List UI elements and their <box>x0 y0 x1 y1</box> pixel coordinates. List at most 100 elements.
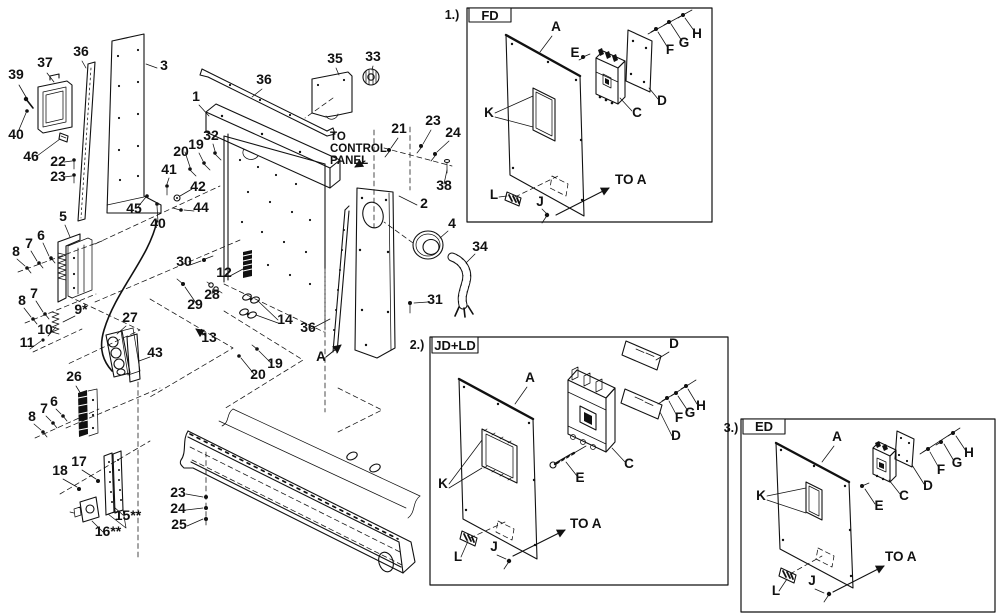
ed-letter-leaders <box>766 435 967 594</box>
ed-note-to-a: TO A <box>885 549 917 564</box>
jdld-letter-l: L <box>454 549 462 564</box>
callout-a-main: A <box>316 349 326 364</box>
jdld-breaker-c <box>567 366 616 453</box>
main-assembly-art <box>23 33 474 574</box>
note-to-control-panel-1: TO <box>330 131 346 143</box>
terminal-bracket-5 <box>57 233 93 303</box>
jdld-letter-d2: D <box>671 428 681 443</box>
fastener-set-c <box>41 414 68 438</box>
fd-letter-g: G <box>679 35 690 50</box>
screw-29 <box>176 278 185 286</box>
fastener-set-b <box>31 312 50 342</box>
jdld-letter-e: E <box>575 470 584 485</box>
callout-3: 3 <box>160 57 168 73</box>
flex-conduit-34 <box>447 252 474 318</box>
jdld-clip-l <box>459 530 478 547</box>
strip-36-top <box>199 68 336 137</box>
callout-22: 22 <box>50 153 66 169</box>
retainer-40-left <box>25 109 29 113</box>
strip-26 <box>77 388 99 437</box>
jdld-letter-c: C <box>624 456 634 471</box>
display-module-37 <box>37 73 73 134</box>
ed-view-number: 3.) <box>724 421 739 435</box>
ed-letter-d: D <box>923 478 933 493</box>
side-panel-2 <box>354 187 396 359</box>
callout-20-b: 20 <box>250 366 266 382</box>
fastener-set-a <box>25 256 56 274</box>
jdld-view-tag: JD+LD <box>434 338 476 353</box>
detail-view-fd <box>466 7 713 224</box>
top-channel-1 <box>205 103 341 189</box>
callout-6-a: 6 <box>37 227 45 243</box>
callout-43: 43 <box>147 344 163 360</box>
callout-7-b: 7 <box>30 285 38 301</box>
fd-view-tab <box>468 7 512 23</box>
callout-28: 28 <box>204 286 220 302</box>
ed-screw-j <box>823 591 832 603</box>
callout-14: 14 <box>277 311 293 327</box>
jdld-letter-leaders <box>448 351 698 560</box>
fd-letter-f: F <box>666 42 674 57</box>
callout-31: 31 <box>427 291 443 307</box>
fd-view-border <box>466 7 713 223</box>
ed-letter-j: J <box>808 573 816 588</box>
callout-42: 42 <box>190 178 206 194</box>
fd-letter-h: H <box>692 26 702 41</box>
ed-letter-c: C <box>899 488 909 503</box>
callout-6-c: 6 <box>50 393 58 409</box>
callout-37: 37 <box>37 54 53 70</box>
callout-34: 34 <box>472 238 488 254</box>
ed-letter-g: G <box>952 455 963 470</box>
ed-letter-k: K <box>756 488 766 503</box>
fd-screw-j <box>541 212 550 224</box>
note-to-control-panel-3: PANEL <box>330 155 368 167</box>
ed-letter-e: E <box>874 498 883 513</box>
grommet-33 <box>362 68 380 86</box>
enclosure-back-panel <box>223 133 326 333</box>
location-a-arrow-icon <box>325 344 342 358</box>
ed-view-tag: ED <box>755 419 773 434</box>
callout-8-b: 8 <box>18 292 26 308</box>
terminal-block-12 <box>242 250 253 278</box>
side-panel-3 <box>106 33 162 214</box>
callout-12: 12 <box>216 264 232 280</box>
ed-panel-a <box>774 441 854 589</box>
jdld-letter-d1: D <box>669 336 679 351</box>
jdld-letter-j: J <box>490 539 498 554</box>
fd-view-tag: FD <box>481 8 498 23</box>
callout-7-c: 7 <box>40 400 48 416</box>
callout-8-c: 8 <box>28 408 36 424</box>
callout-40-a: 40 <box>8 126 24 142</box>
fd-letter-j: J <box>536 194 544 209</box>
jdld-to-a-arrow-icon <box>512 529 566 557</box>
fd-letter-a: A <box>551 19 561 34</box>
labels: 39 37 36 3 40 46 22 23 1 20 19 32 41 42 … <box>8 8 974 598</box>
callout-32: 32 <box>203 127 219 143</box>
ed-screws-fgh <box>919 427 961 455</box>
to-control-panel-arrow-icon <box>354 159 366 168</box>
fd-letter-leaders <box>494 17 696 214</box>
callout-33: 33 <box>365 48 381 64</box>
ed-letter-a: A <box>832 429 842 444</box>
callout-30: 30 <box>176 253 192 269</box>
fd-screws-fgh <box>647 9 693 35</box>
fd-screw-e <box>581 53 591 59</box>
callout-36-right: 36 <box>300 319 316 335</box>
jdld-view-tab <box>431 336 479 354</box>
grommet-4 <box>412 230 444 260</box>
jdld-letter-h: H <box>696 398 706 413</box>
fd-plate-d <box>625 29 653 93</box>
callout-45: 45 <box>126 200 142 216</box>
ed-clip-l <box>778 567 797 584</box>
fd-letter-e: E <box>570 45 579 60</box>
connector-16 <box>69 496 100 523</box>
jdld-panel-a <box>457 377 538 560</box>
callout-29: 29 <box>187 296 203 312</box>
callout-46: 46 <box>23 148 39 164</box>
jdld-letter-g: G <box>685 405 696 420</box>
callout-40-b: 40 <box>150 215 166 231</box>
callout-39: 39 <box>8 66 24 82</box>
jdld-view-number: 2.) <box>410 338 425 352</box>
screws-17-18 <box>77 479 100 491</box>
